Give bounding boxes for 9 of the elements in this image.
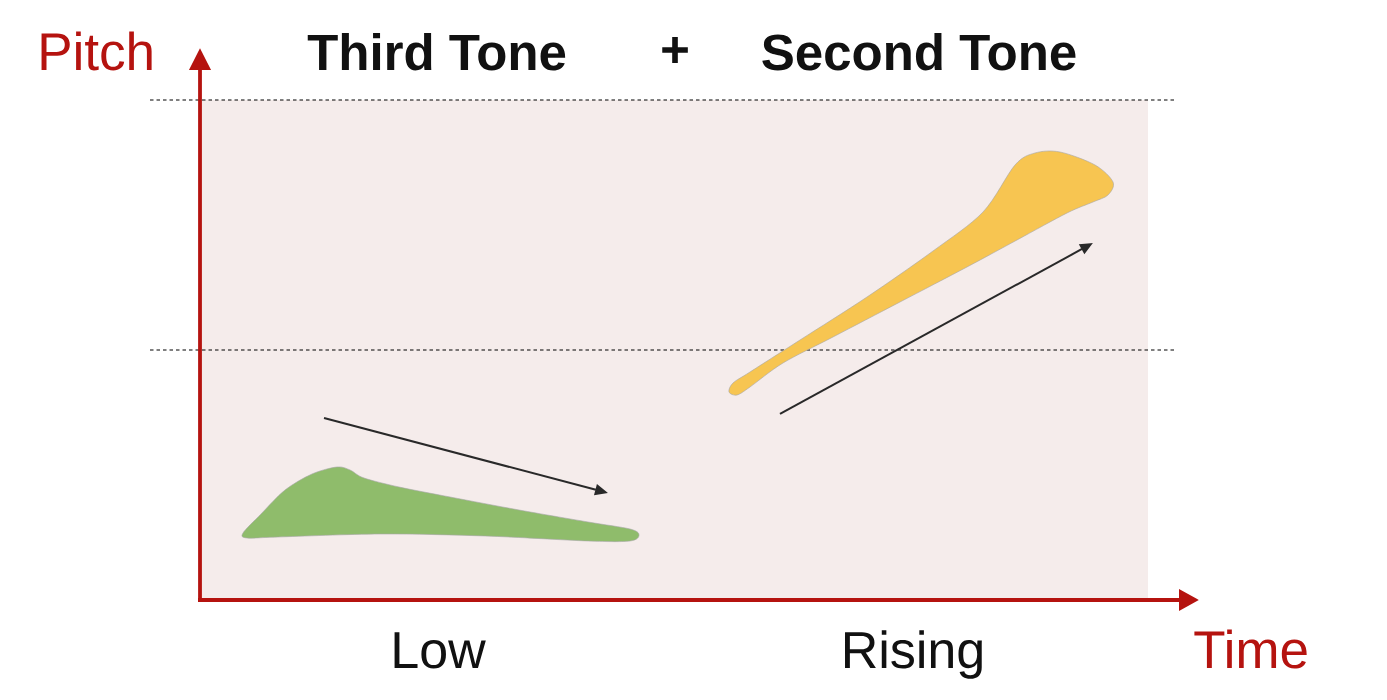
- pitch-contour: [728, 150, 1114, 396]
- pitch-contour: [241, 466, 640, 542]
- tone-label: Low: [394, 632, 486, 669]
- heading-text: Second Tone: [762, 33, 1076, 71]
- heading-text: Third Tone: [307, 33, 566, 71]
- tone-label: Rising: [845, 630, 982, 679]
- axis-label: Time: [1194, 629, 1307, 669]
- axis-label: Pitch: [41, 31, 152, 71]
- heading-text: +: [662, 37, 688, 63]
